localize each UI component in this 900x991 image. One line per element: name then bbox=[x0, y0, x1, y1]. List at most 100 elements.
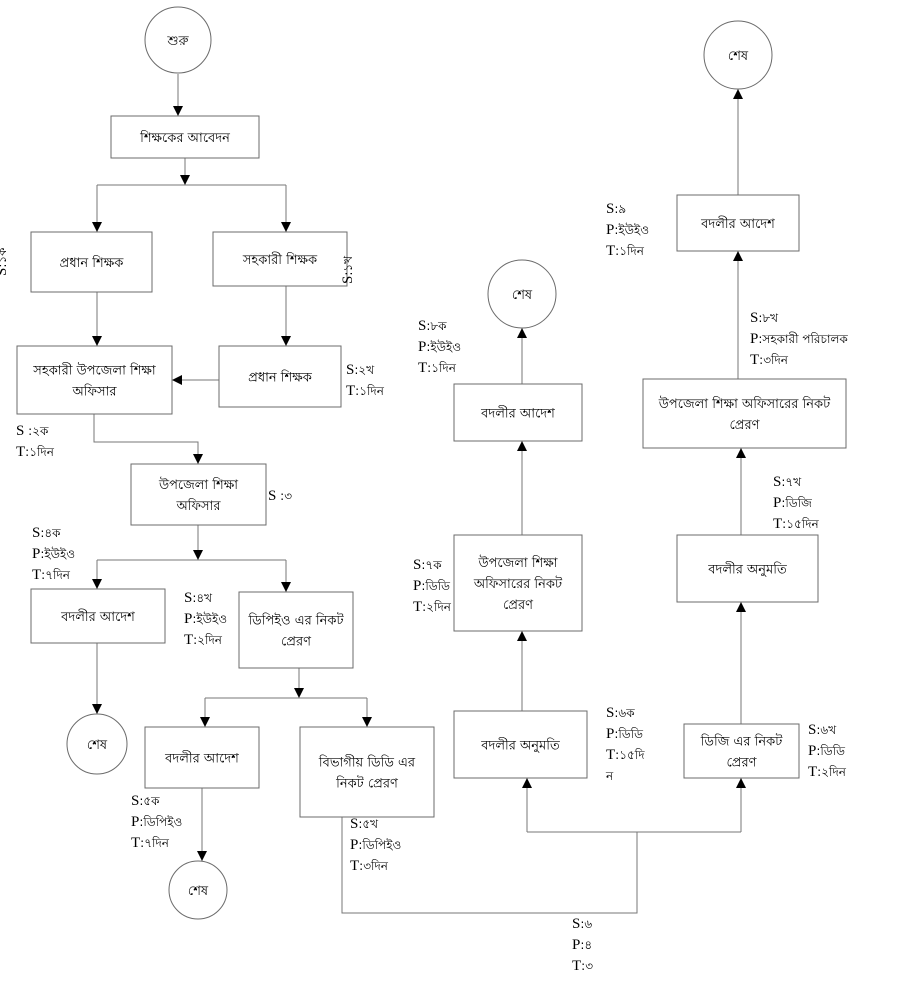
node-label: প্রেরণ bbox=[730, 418, 761, 433]
node-label: শেষ bbox=[512, 288, 533, 303]
node-label: উপজেলা শিক্ষা bbox=[477, 555, 557, 571]
node-label: প্রেরণ bbox=[281, 635, 312, 650]
annotation-line: T:৩দিন bbox=[750, 352, 789, 368]
node-label: নিকট প্রেরণ bbox=[335, 776, 399, 792]
arrowhead-icon bbox=[92, 336, 102, 346]
arrowhead-icon bbox=[733, 89, 743, 99]
annotation-line: P:ডিডি bbox=[606, 726, 643, 742]
node-start: শুরু bbox=[144, 6, 212, 74]
annotation-line: S:৪ক bbox=[32, 525, 61, 541]
annotation-line: T:১৫দি bbox=[606, 747, 645, 763]
arrowhead-icon bbox=[294, 688, 304, 698]
annotation-line: S:৮খ bbox=[750, 310, 779, 326]
node-end-1: শেষ bbox=[66, 713, 128, 775]
node-label: প্রেরণ bbox=[503, 598, 534, 613]
node-send-upazila-officer-2: উপজেলা শিক্ষা অফিসারের নিকটপ্রেরণ bbox=[642, 378, 847, 449]
end-terminal-shape bbox=[168, 860, 228, 920]
annotation-line: S:৭খ bbox=[773, 474, 802, 490]
annotation-line: P:৪ bbox=[572, 937, 592, 953]
flow-nodes: শুরু শিক্ষকের আবেদন প্রধান শিক্ষক সহকারী শি… bbox=[16, 6, 847, 920]
process-box bbox=[144, 726, 260, 789]
annotation-line: S:৭ক bbox=[413, 557, 442, 573]
annotation-s1kh: S:১খ bbox=[340, 255, 356, 284]
node-upazila-officer: উপজেলা শিক্ষাঅফিসার bbox=[130, 463, 267, 526]
arrowhead-icon bbox=[92, 704, 102, 714]
node-label: সহকারী শিক্ষক bbox=[242, 252, 318, 268]
node-label: শেষ bbox=[87, 738, 108, 753]
arrowhead-icon bbox=[736, 778, 746, 788]
node-label: বদলীর অনুমতি bbox=[707, 562, 787, 578]
arrowhead-icon bbox=[172, 375, 182, 385]
annotation-s6k: S:৬কP:ডিডিT:১৫দিন bbox=[605, 705, 645, 783]
node-label: অফিসার bbox=[72, 384, 118, 400]
arrowhead-icon bbox=[281, 582, 291, 592]
arrowhead-icon bbox=[193, 550, 203, 560]
annotation-s3: S :৩ bbox=[268, 488, 292, 504]
annotation-line: P:ইউইও bbox=[418, 339, 461, 355]
node-send-divisional-dd: বিভাগীয় ডিডি এর নিকট প্রেরণ bbox=[299, 726, 435, 818]
arrowhead-icon bbox=[197, 851, 207, 861]
connector-line bbox=[93, 414, 199, 464]
arrowhead-icon bbox=[173, 106, 183, 116]
annotation-s2kh: S:২খT:১দিন bbox=[346, 362, 385, 399]
annotation-line: T:৭দিন bbox=[131, 835, 170, 851]
node-head-teacher: প্রধান শিক্ষক bbox=[30, 231, 153, 293]
process-box bbox=[30, 588, 166, 644]
annotation-s6kh: S:৬খP:ডিডিT:২দিন bbox=[808, 722, 847, 780]
node-transfer-permission-1: বদলীর অনুমতি bbox=[453, 710, 588, 779]
node-label: সহকারী উপজেলা শিক্ষা bbox=[32, 363, 156, 379]
node-end-2: শেষ bbox=[168, 860, 228, 920]
annotation-s5kh: S:৫খP:ডিপিইওT:৩দিন bbox=[350, 816, 401, 874]
arrowhead-icon bbox=[193, 454, 203, 464]
node-assistant-teacher: সহকারী শিক্ষক bbox=[212, 231, 348, 287]
node-asst-upazila-officer: সহকারী উপজেলা শিক্ষা অফিসার bbox=[16, 345, 173, 415]
annotation-line: S :২ক bbox=[16, 423, 49, 439]
annotation-line: P:ডিজি bbox=[773, 495, 812, 511]
annotation-line: S:৪খ bbox=[184, 590, 213, 606]
annotation-line: P:ডিপিইও bbox=[350, 837, 401, 853]
end-terminal-shape bbox=[66, 713, 128, 775]
annotation-line: T:১দিন bbox=[606, 243, 645, 259]
arrowhead-icon bbox=[362, 717, 372, 727]
node-send-upazila-officer-1: উপজেলা শিক্ষাঅফিসারের নিকটপ্রেরণ bbox=[453, 534, 583, 632]
node-end-3: শেষ bbox=[487, 259, 557, 329]
arrowhead-icon bbox=[92, 579, 102, 589]
node-label: শেষ bbox=[188, 884, 209, 899]
start-terminal-shape bbox=[144, 6, 212, 74]
node-label: উপজেলা শিক্ষা bbox=[158, 477, 238, 493]
annotation-line: T:১দিন bbox=[16, 444, 55, 460]
node-label: বিভাগীয় ডিডি এর bbox=[318, 755, 416, 771]
process-box bbox=[453, 710, 588, 779]
annotation-line: S:৬ক bbox=[606, 705, 635, 721]
annotation-line: P:ইউইও bbox=[606, 222, 649, 238]
node-label: বদলীর অনুমতি bbox=[480, 738, 560, 754]
annotation-line: S :৩ bbox=[268, 488, 292, 504]
annotation-line: P:সহকারী পরিচালক bbox=[750, 331, 848, 347]
process-box bbox=[676, 194, 800, 252]
node-application: শিক্ষকের আবেদন bbox=[110, 115, 260, 159]
node-label: শুরু bbox=[166, 34, 189, 49]
node-label: বদলীর আদেশ bbox=[164, 751, 239, 767]
process-box bbox=[683, 723, 800, 779]
node-transfer-permission-2: বদলীর অনুমতি bbox=[676, 534, 819, 603]
annotation-line: S:৬ bbox=[572, 916, 592, 932]
arrowhead-icon bbox=[180, 175, 190, 185]
annotation-s8kh: S:৮খ P:সহকারী পরিচালক T:৩দিন bbox=[750, 310, 848, 368]
node-transfer-order-2: বদলীর আদেশ bbox=[144, 726, 260, 789]
process-box bbox=[218, 345, 342, 408]
arrowhead-icon bbox=[281, 222, 291, 232]
node-label: শেষ bbox=[728, 49, 749, 64]
node-transfer-order-1: বদলীর আদেশ bbox=[30, 588, 166, 644]
node-label: বদলীর আদেশ bbox=[700, 216, 775, 232]
arrowhead-icon bbox=[522, 778, 532, 788]
arrowhead-icon bbox=[736, 602, 746, 612]
process-box bbox=[299, 726, 435, 818]
arrowhead-icon bbox=[733, 251, 743, 261]
node-label: বদলীর আদেশ bbox=[60, 609, 135, 625]
process-box bbox=[453, 383, 583, 442]
annotation-line: S:২খ bbox=[346, 362, 375, 378]
process-box bbox=[16, 345, 173, 415]
node-end-4: শেষ bbox=[703, 20, 773, 90]
